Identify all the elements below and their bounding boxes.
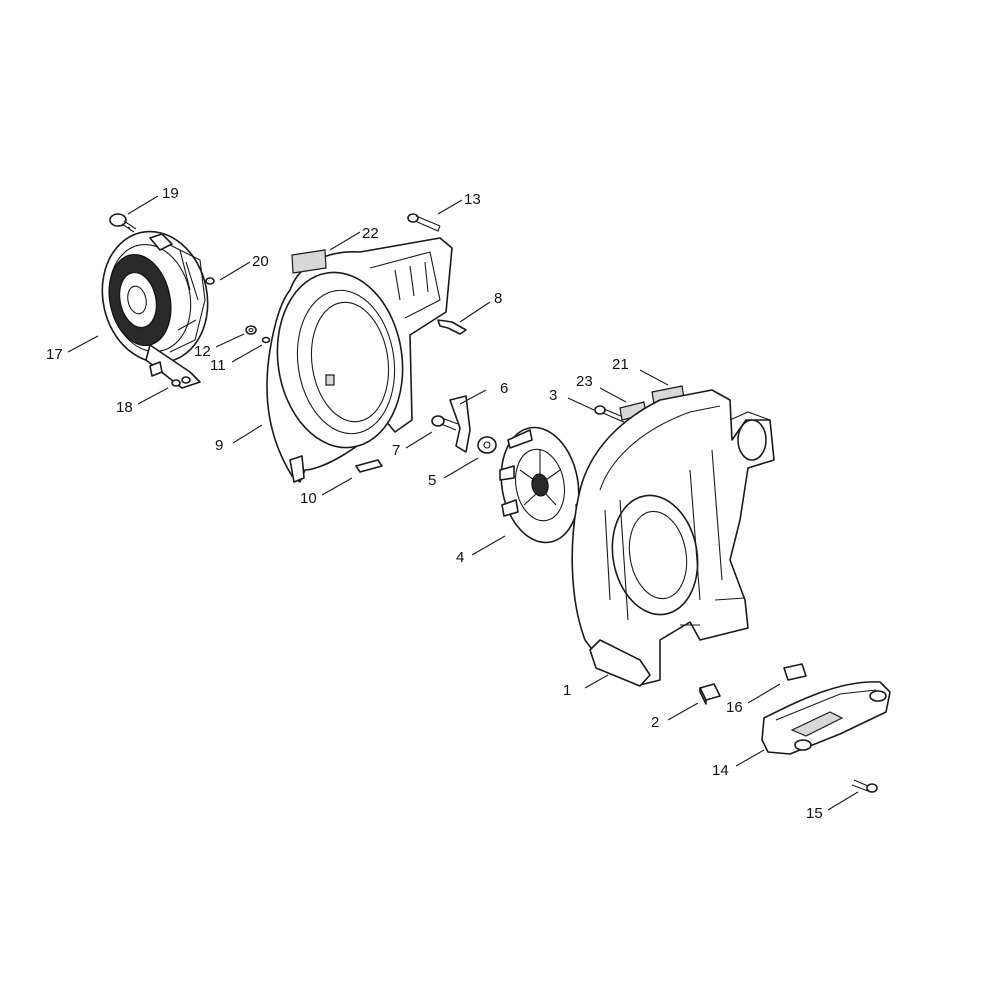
part-9-fan-housing — [266, 237, 453, 483]
callout-21: 21 — [612, 356, 629, 373]
part-5-washer — [477, 436, 497, 454]
part-6-bracket — [449, 395, 471, 453]
part-14-base-pad — [761, 681, 891, 755]
callout-7: 7 — [392, 442, 400, 459]
callout-4: 4 — [456, 549, 464, 566]
part-18-fasteners — [149, 361, 191, 387]
callout-23: 23 — [576, 373, 593, 390]
callout-20: 20 — [252, 253, 269, 270]
part-12-nut — [245, 325, 257, 335]
callout-labels: 1 2 3 4 5 6 7 8 9 10 11 12 13 14 15 16 1… — [46, 185, 823, 822]
callout-11: 11 — [210, 357, 226, 374]
part-7-screw — [431, 415, 459, 431]
callout-22: 22 — [362, 225, 379, 242]
part-16-grommet — [783, 663, 807, 681]
part-15-screw — [851, 779, 878, 793]
leader-lines — [67, 195, 859, 811]
callout-10: 10 — [300, 490, 317, 507]
part-19-screw — [109, 213, 137, 233]
part-10-bracket — [355, 459, 383, 473]
callout-19: 19 — [162, 185, 179, 202]
part-11-ring — [261, 336, 271, 344]
callout-18: 18 — [116, 399, 133, 416]
callout-3: 3 — [549, 387, 557, 404]
part-2-block — [699, 683, 721, 705]
callout-5: 5 — [428, 472, 436, 489]
callout-9: 9 — [215, 437, 223, 454]
callout-17: 17 — [46, 346, 63, 363]
part-4-impeller — [499, 426, 593, 544]
callout-6: 6 — [500, 380, 508, 397]
callout-15: 15 — [806, 805, 823, 822]
callout-1: 1 — [563, 682, 571, 699]
part-13-bolt — [407, 213, 441, 232]
callout-13: 13 — [464, 191, 481, 208]
part-22-label — [291, 249, 327, 274]
callout-12: 12 — [194, 343, 211, 360]
callout-16: 16 — [726, 699, 743, 716]
callout-2: 2 — [651, 714, 659, 731]
part-20-ring — [205, 277, 215, 285]
callout-14: 14 — [712, 762, 729, 779]
part-1-main-housing — [571, 389, 775, 687]
callout-8: 8 — [494, 290, 502, 307]
part-17-starter-cover — [101, 230, 209, 389]
part-8-clip — [437, 319, 467, 335]
